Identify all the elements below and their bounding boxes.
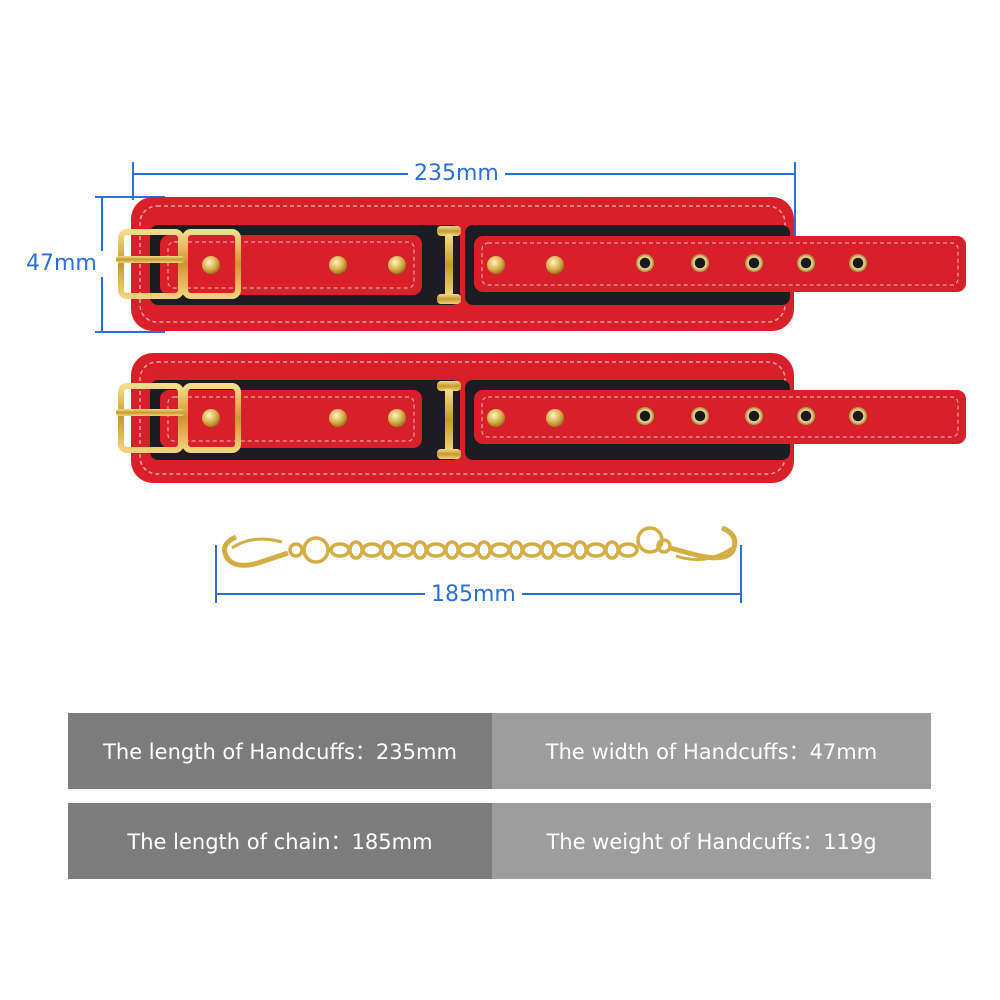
cuff-top xyxy=(116,197,966,331)
cuff-length-label: 235mm xyxy=(408,161,505,187)
spec-chain-length: The length of chain：185mm xyxy=(68,803,492,879)
chain-length-label: 185mm xyxy=(425,582,522,608)
spec-cuff-weight: The weight of Handcuffs：119g xyxy=(492,803,931,879)
spec-row-2: The length of chain：185mm The weight of … xyxy=(68,803,931,879)
spec-cuff-width: The width of Handcuffs：47mm xyxy=(492,713,931,789)
chain xyxy=(221,525,738,568)
spec-cuff-length: The length of Handcuffs：235mm xyxy=(68,713,492,789)
cuff-width-label: 47mm xyxy=(20,251,103,277)
cuff-bottom xyxy=(116,353,966,483)
spec-row-1: The length of Handcuffs：235mm The width … xyxy=(68,713,931,789)
